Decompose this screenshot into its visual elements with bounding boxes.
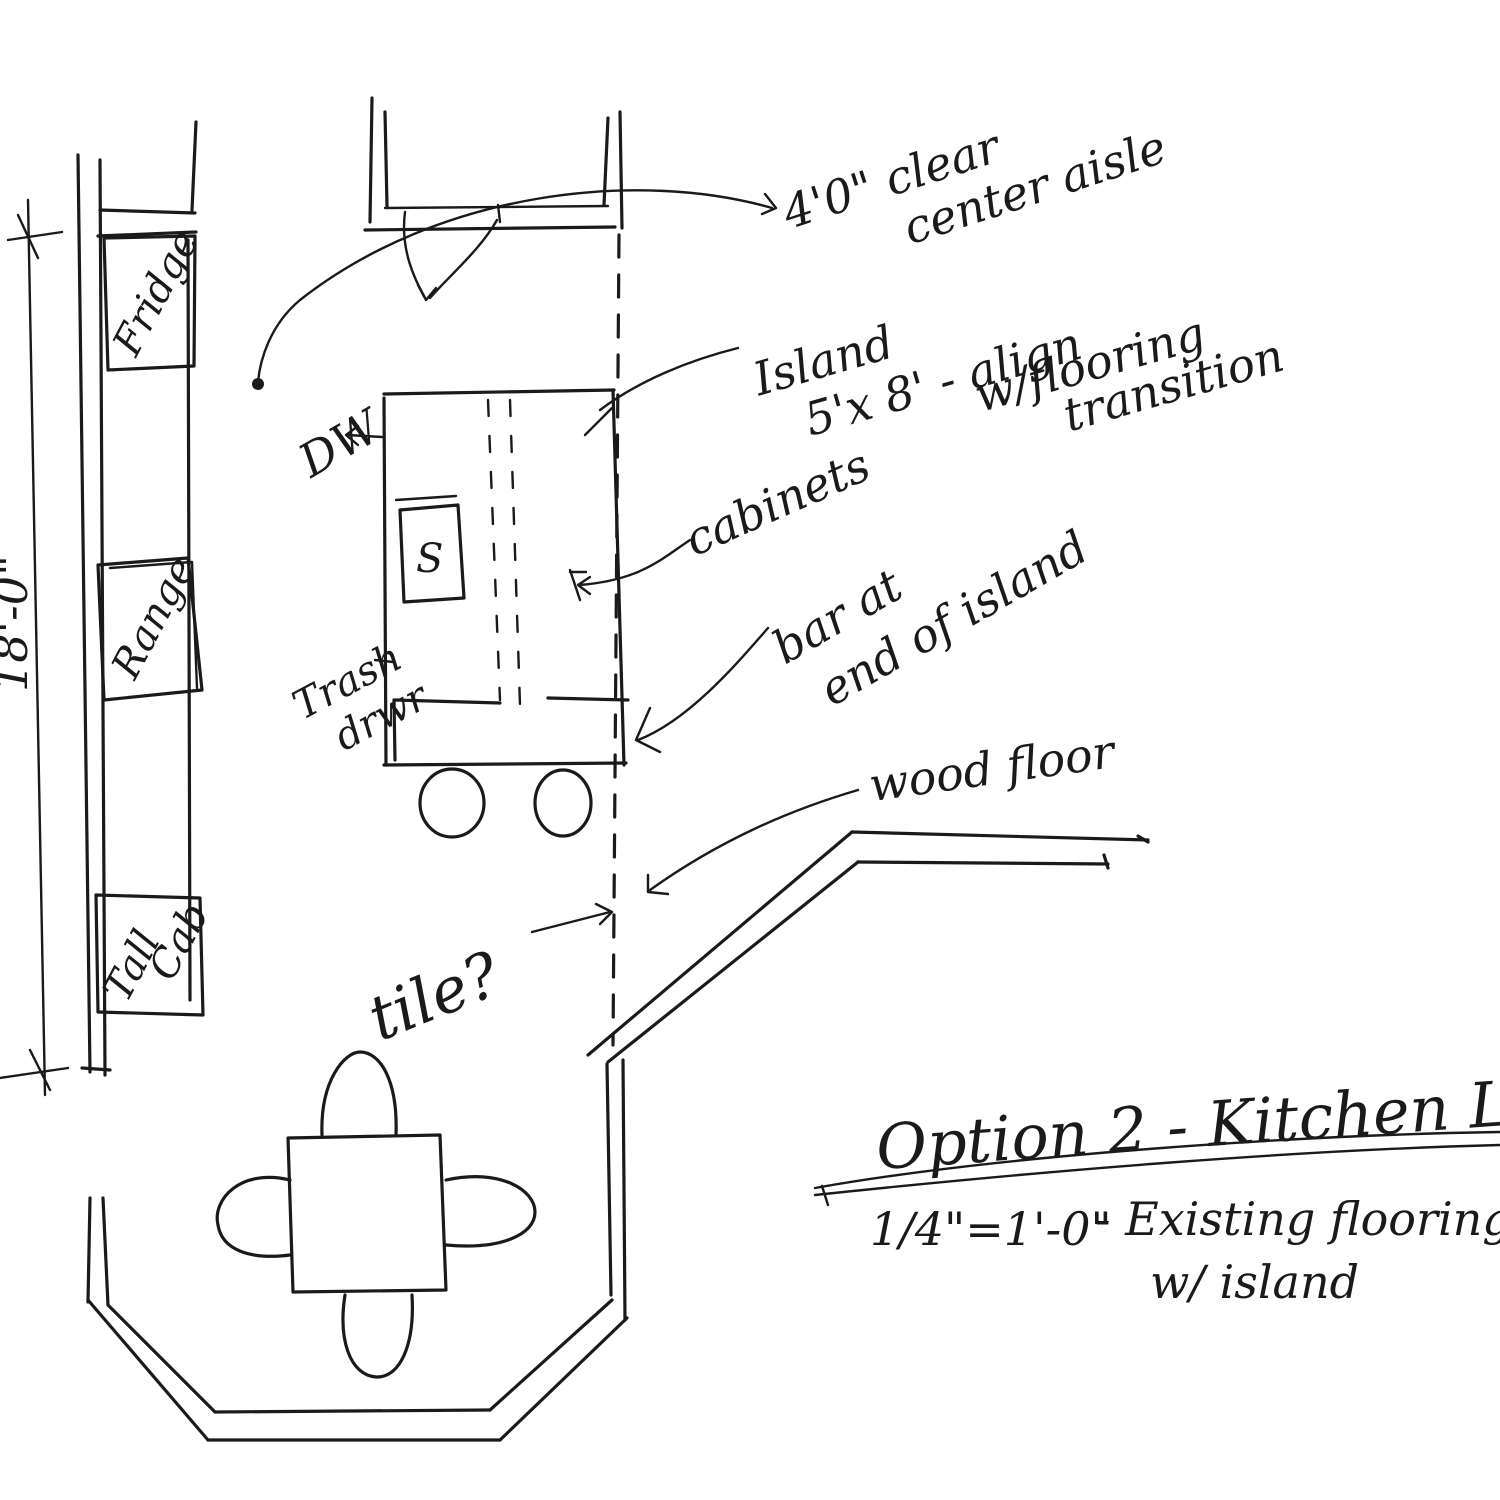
tile-text: tile?: [358, 937, 511, 1055]
scale-text: 1/4"=1'-0": [870, 1202, 1112, 1256]
angled-wall: [586, 830, 1150, 1064]
dining-table: [286, 1133, 448, 1294]
title-block: Option 2 - Kitchen Layout 1/4"=1'-0" - E…: [870, 1055, 1500, 1309]
dimension-text: 18'-0": [0, 555, 38, 692]
trash-label: Trash drwr: [285, 634, 437, 760]
title-text: Option 2 - Kitchen Layout: [874, 1055, 1500, 1184]
sink-text: S: [416, 536, 443, 582]
fridge-label: Fridge: [104, 223, 208, 364]
cabinets-text: cabinets: [677, 438, 878, 567]
bay-window-wall: [86, 1196, 629, 1442]
leader-lines: [530, 346, 1500, 1207]
aisle-leader: [252, 189, 778, 390]
right-lower-wall: [605, 1058, 627, 1322]
dw-text: DW: [289, 397, 393, 488]
top-opening: [363, 96, 624, 302]
island: [344, 388, 630, 767]
wood-floor-text: wood floor: [866, 724, 1121, 812]
dimension-line: [0, 198, 70, 1097]
cabinets-label: cabinets: [677, 438, 878, 567]
center-aisle-line: [611, 233, 621, 1047]
wood-floor-label: wood floor: [866, 724, 1121, 812]
dw-label: DW: [289, 397, 393, 488]
island-sink: [398, 503, 466, 604]
fridge-text: Fridge: [104, 223, 208, 364]
fridge: [102, 234, 197, 372]
note-text-1: - Existing flooring: [1095, 1192, 1500, 1246]
bar-stools: [418, 767, 593, 839]
tile-label: tile?: [358, 937, 511, 1055]
dimension-label: 18'-0": [0, 555, 38, 692]
note-text-2: w/ island: [1150, 1255, 1359, 1309]
range: [96, 556, 204, 702]
tall-cabinet: [94, 893, 205, 1017]
center-aisle-label: 4'0" clear center aisle: [775, 118, 1173, 255]
dining-chairs: [215, 1050, 537, 1379]
